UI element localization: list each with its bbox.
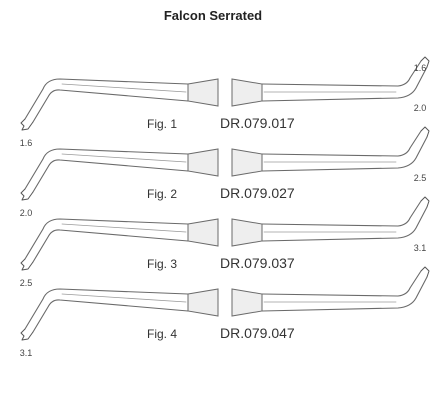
figure-label: Fig. 3 [147, 257, 177, 271]
left-handle-collar [187, 218, 219, 247]
left-working-end [20, 148, 189, 201]
right-handle-collar [231, 78, 263, 107]
right-working-end [261, 126, 430, 172]
figure-label: Fig. 4 [147, 327, 177, 341]
instrument-3: 2.5 2.5 Fig. 3 DR.079.037 [20, 173, 430, 288]
left-handle-collar [187, 148, 219, 177]
size-label-left: 2.5 [20, 278, 33, 288]
right-handle-collar [231, 288, 263, 317]
product-code: DR.079.037 [220, 255, 295, 271]
product-code: DR.079.027 [220, 185, 295, 201]
size-label-right: 1.6 [414, 63, 427, 73]
right-handle-collar [231, 148, 263, 177]
product-code: DR.079.017 [220, 115, 295, 131]
left-handle-collar [187, 78, 219, 107]
instrument-4: 3.1 3.1 Fig. 4 DR.079.047 [20, 243, 430, 358]
size-label-left: 2.0 [20, 208, 33, 218]
instrument-1: 1.6 1.6 Fig. 1 DR.079.017 [20, 56, 430, 148]
right-handle-collar [231, 218, 263, 247]
diagram-title: Falcon Serrated [164, 8, 262, 23]
figure-label: Fig. 1 [147, 117, 177, 131]
product-code: DR.079.047 [220, 325, 295, 341]
left-working-end [20, 218, 189, 271]
size-label-right: 2.0 [414, 103, 427, 113]
left-working-end [20, 78, 189, 131]
size-label-right: 3.1 [414, 243, 427, 253]
size-label-right: 2.5 [414, 173, 427, 183]
size-label-left: 1.6 [20, 138, 33, 148]
instrument-2: 2.0 2.0 Fig. 2 DR.079.027 [20, 103, 430, 218]
size-label-left: 3.1 [20, 348, 33, 358]
figure-label: Fig. 2 [147, 187, 177, 201]
left-working-end [20, 288, 189, 341]
right-working-end [261, 56, 430, 102]
right-working-end [261, 266, 430, 312]
right-working-end [261, 196, 430, 242]
left-handle-collar [187, 288, 219, 317]
